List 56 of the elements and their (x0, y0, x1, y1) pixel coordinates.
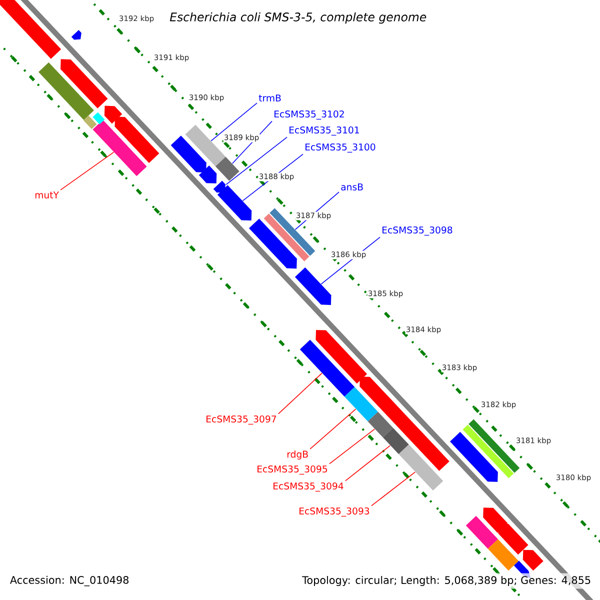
gene-feature (60, 59, 108, 108)
leader-line (345, 445, 391, 482)
gene-feature (92, 120, 147, 176)
gene-feature (92, 112, 105, 124)
leader-line (226, 136, 288, 186)
gene-feature (398, 444, 444, 491)
gene-feature (488, 539, 519, 571)
gene-feature (294, 267, 332, 305)
gene-label: ansB (341, 184, 363, 190)
leader-line (310, 408, 356, 450)
gene-label: rdgB (287, 450, 308, 460)
gene-feature (185, 124, 226, 166)
gene-label: EcSMS35_3100 (306, 143, 376, 153)
gene-feature (104, 106, 122, 124)
gene-feature (392, 412, 424, 444)
gene-feature (522, 550, 544, 571)
gene-feature (462, 424, 514, 478)
gene-feature (215, 156, 240, 181)
gene-label: EcSMS35_3093 (300, 507, 370, 517)
gene-feature (483, 508, 508, 533)
gene-feature (38, 62, 94, 120)
genome-info-text: Topology: circular; Length: 5,068,389 bp; Genes: 4,855 (299, 573, 594, 589)
gene-feature (198, 165, 217, 184)
gene-feature (114, 116, 160, 163)
gene-label: EcSMS35_3097 (206, 415, 276, 425)
gene-feature (450, 432, 498, 482)
gene-feature (300, 340, 355, 397)
gene-feature (344, 387, 378, 422)
leader-line (60, 152, 114, 190)
accession-text: Accession: NC_010498 (7, 573, 132, 589)
gene-feature (382, 428, 409, 454)
gene-feature (217, 185, 252, 221)
gene-feature (71, 30, 82, 40)
gene-feature (360, 376, 392, 410)
leader-line (371, 472, 416, 506)
gene-feature (0, 0, 62, 59)
leader-line (329, 428, 376, 464)
gene-feature (498, 524, 528, 555)
gene-label: EcSMS35_3094 (274, 482, 344, 492)
gene-feature (466, 516, 498, 549)
gene-label: trmB (258, 94, 281, 102)
gene-feature (270, 208, 316, 256)
gene-label: mutY (35, 192, 59, 198)
leader-line (210, 102, 258, 142)
leader-line (278, 372, 322, 414)
gene-feature (248, 218, 297, 269)
gene-label: EcSMS35_3095 (258, 465, 327, 475)
gene-label: EcSMS35_3102 (274, 110, 344, 120)
gene-feature (368, 412, 394, 438)
gene-label: EcSMS35_3098 (382, 226, 452, 236)
gene-feature (170, 136, 206, 172)
gene-feature (413, 433, 450, 471)
gene-feature (83, 116, 97, 130)
gene-feature (316, 330, 368, 384)
gene-label: EcSMS35_3101 (290, 126, 359, 136)
title: Escherichia coli SMS-3-5, complete genome (170, 12, 426, 24)
